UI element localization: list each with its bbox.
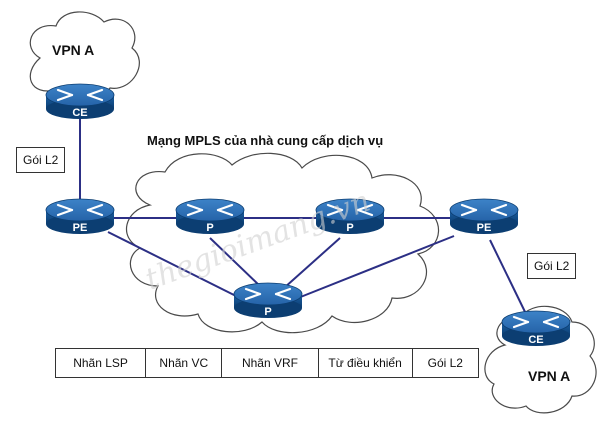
packet-label-left: Gói L2	[16, 147, 66, 173]
router-p-bottom-label: P	[264, 306, 271, 318]
router-p-bottom: P	[233, 282, 303, 318]
header-field-vc-label: Nhãn VC	[145, 349, 221, 377]
header-field-vrf-label: Nhãn VRF	[221, 349, 317, 377]
link-pe-right-p-bottom	[297, 235, 455, 299]
link-pe-left-p-bottom	[107, 231, 241, 299]
router-pe-left: PE	[45, 198, 115, 234]
router-pe-right: PE	[449, 198, 519, 234]
link-pe-right-ce-bottom	[489, 239, 529, 319]
router-ce-top: CE	[45, 83, 115, 119]
router-ce-bottom-label: CE	[528, 334, 543, 346]
router-ce-top-label: CE	[72, 107, 87, 119]
header-field-l2-packet: Gói L2	[411, 349, 478, 377]
router-p-left-label: P	[206, 222, 213, 234]
packet-label-right: Gói L2	[527, 253, 577, 279]
router-pe-right-label: PE	[477, 222, 492, 234]
router-p-right: P	[315, 198, 385, 234]
router-ce-bottom: CE	[501, 310, 571, 346]
mpls-network-title: Mạng MPLS của nhà cung cấp dịch vụ	[147, 133, 384, 148]
mpls-cloud	[125, 152, 440, 334]
link-p-right-p-bottom	[283, 237, 341, 289]
router-p-left: P	[175, 198, 245, 234]
vpn-a-top-label: VPN A	[52, 42, 95, 58]
vpn-a-bottom-label: VPN A	[528, 368, 571, 384]
link-p-left-p-bottom	[209, 237, 263, 289]
router-pe-left-label: PE	[73, 222, 88, 234]
router-p-right-label: P	[346, 222, 353, 234]
mpls-header-fields: Nhãn LSP Nhãn VC Nhãn VRF Từ điều khiển …	[55, 348, 479, 378]
header-field-control-word: Từ điều khiển	[317, 349, 412, 377]
header-field-lsp-label: Nhãn LSP	[73, 356, 128, 370]
